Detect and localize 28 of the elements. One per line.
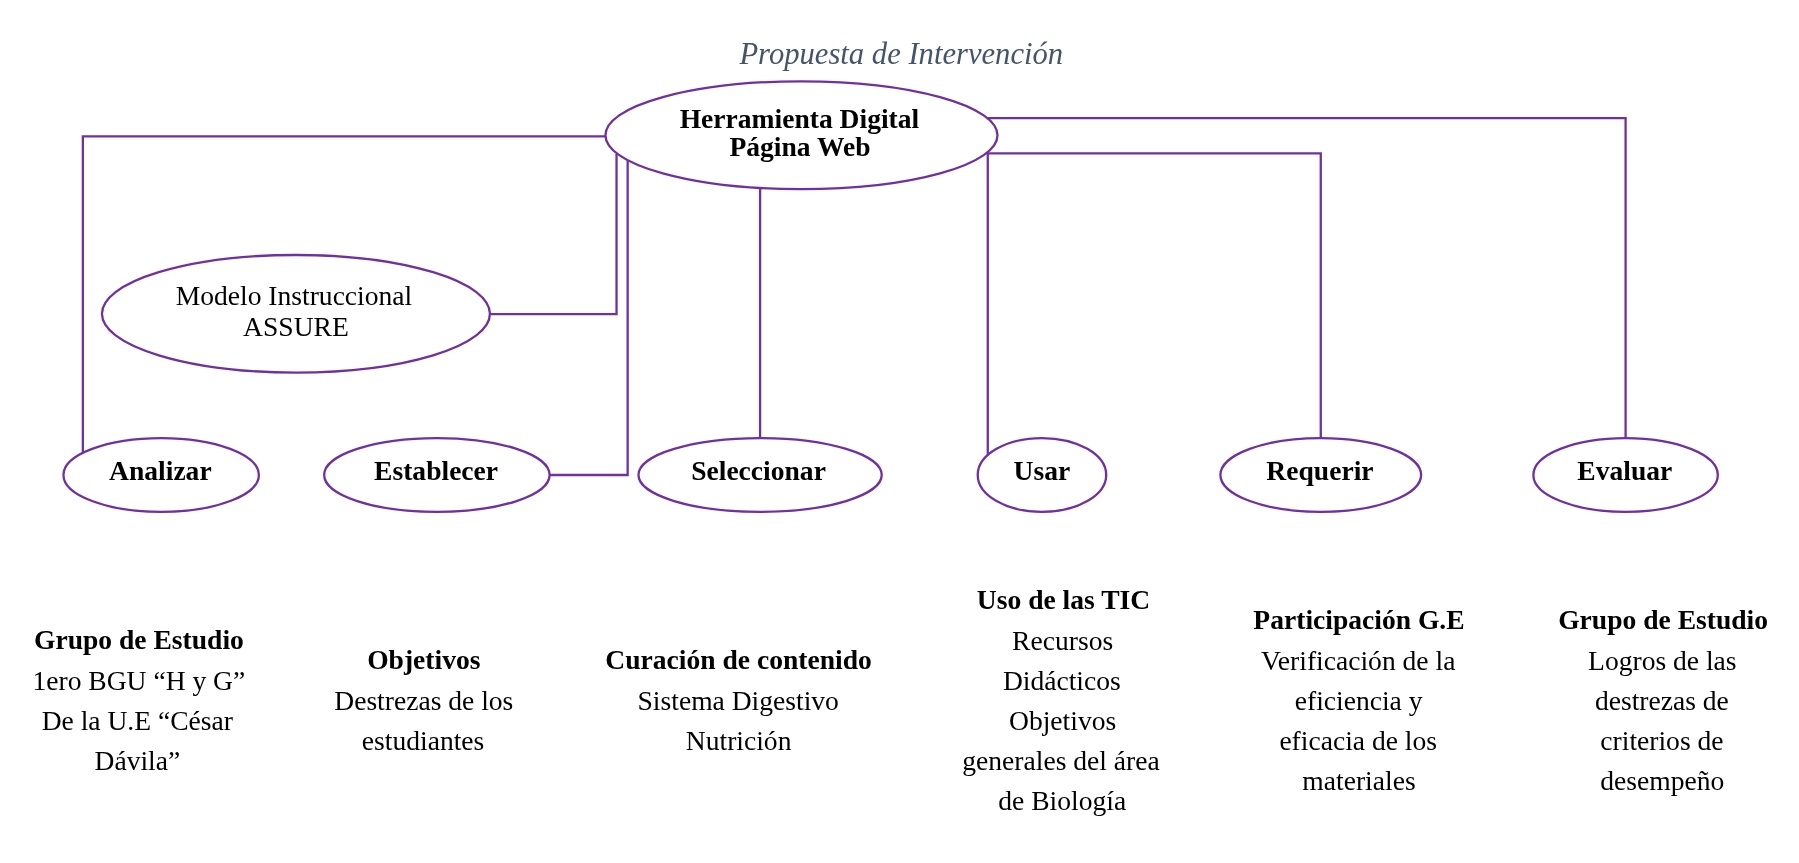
node-ellipse: Modelo Instruccional ASSURE	[100, 253, 492, 374]
node-label: Objetivos	[367, 643, 481, 675]
node-ellipse: Usar	[976, 436, 1108, 513]
node-ellipse: Establecer	[323, 436, 551, 513]
node-label: Logros de las destrezas de criterios de desempeño	[1588, 644, 1737, 796]
node-label: Participación G.E	[1253, 603, 1465, 635]
node-label: 1ero BGU “H y G” De la U.E “César Dávila”	[32, 664, 246, 776]
node-label: Grupo de Estudio	[1558, 603, 1769, 635]
node-ellipse: Requerir	[1219, 436, 1423, 513]
connector	[986, 152, 989, 455]
connector	[490, 153, 618, 315]
diagram-title: Propuesta de Intervención	[739, 36, 1064, 71]
node-ellipse: Evaluar	[1532, 436, 1719, 513]
node-label: Verificación de la eficiencia y eficacia de los materiales	[1261, 644, 1456, 796]
node-label: Sistema Digestivo Nutrición	[637, 684, 839, 756]
connector	[986, 151, 1322, 438]
node-ellipse: Seleccionar	[637, 436, 883, 513]
node-label: Uso de las TIC	[976, 583, 1151, 615]
connector	[758, 187, 762, 438]
node-label: Recursos Didácticos Objetivos generales del área de Biología	[962, 624, 1160, 816]
node-label: Destrezas de los estudiantes	[334, 684, 514, 756]
node-ellipse: Herramienta Digital Página Web	[604, 79, 999, 190]
node-ellipse: Analizar	[62, 436, 260, 513]
connector	[550, 160, 629, 476]
node-label: Grupo de Estudio	[34, 623, 244, 655]
connector	[987, 116, 1627, 438]
connector	[81, 134, 606, 453]
node-label: Curación de contenido	[605, 643, 872, 675]
